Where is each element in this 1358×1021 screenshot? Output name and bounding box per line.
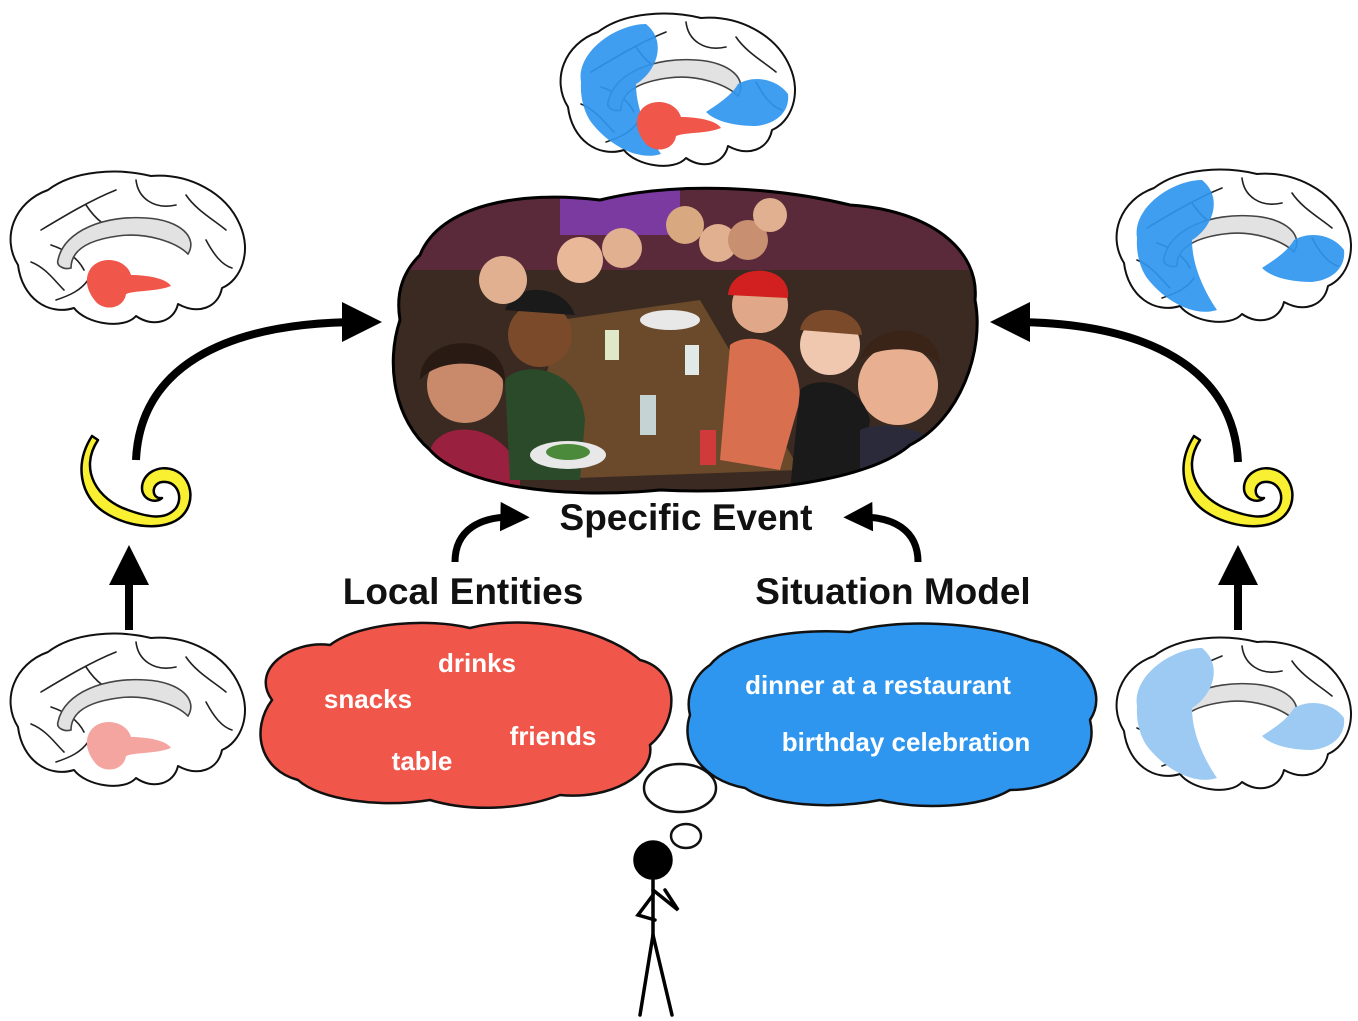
- arrow-situation-to-event: [843, 501, 922, 563]
- situation-model-phrase: dinner at a restaurant: [745, 670, 1011, 700]
- arrow-curve-left: [132, 302, 382, 461]
- thought-bubble-small: [669, 822, 703, 850]
- local-entity-word: table: [392, 746, 453, 776]
- local-entity-word: friends: [510, 721, 597, 751]
- local-entities-heading: Local Entities: [343, 571, 584, 612]
- local-entity-word: drinks: [438, 648, 516, 678]
- brain-icon-local: [9, 170, 247, 325]
- situation-model-cloud: [686, 622, 1098, 808]
- local-entities-cloud: [259, 621, 673, 810]
- stick-figure-icon: [633, 840, 680, 1017]
- situation-model-phrase: birthday celebration: [782, 727, 1031, 757]
- thought-bubble-large: [642, 762, 718, 814]
- brain-icon-situation: [1115, 168, 1353, 323]
- arrow-local-to-event: [451, 501, 530, 563]
- situation-model-heading: Situation Model: [755, 571, 1030, 612]
- group-dinner-photo: [391, 186, 979, 495]
- specific-event-title: Specific Event: [560, 497, 813, 538]
- brain-icon-situation-faint: [1115, 636, 1353, 791]
- brain-icon-both: [559, 12, 797, 167]
- local-entity-word: snacks: [324, 684, 412, 714]
- brain-icon-local-faint: [9, 632, 247, 787]
- arrow-curve-right: [990, 302, 1242, 463]
- arrows: [109, 302, 1258, 630]
